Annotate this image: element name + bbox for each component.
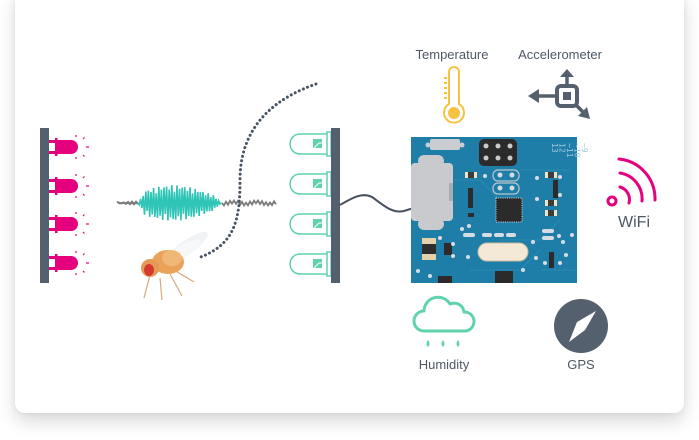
pin-label: ~10: [573, 143, 582, 158]
humidity-label: Humidity: [418, 357, 470, 372]
wifi-signal-icon: [606, 157, 657, 207]
receiver-bar: [331, 128, 340, 283]
fly-flight-path: [196, 82, 318, 260]
emitter-led: [49, 251, 89, 275]
receiver-led: [289, 211, 332, 237]
rain-cloud-icon: [412, 295, 476, 347]
accelerometer-arrows-icon: [528, 69, 590, 119]
thermometer-icon: [443, 66, 465, 124]
waveform-noise-right: [221, 198, 277, 208]
emitter-led: [49, 174, 89, 198]
fruit-fly-image: [141, 232, 208, 301]
emitter-led: [49, 212, 89, 236]
light-rays-icon: [75, 174, 89, 198]
receiver-led: [289, 171, 332, 197]
waveform-signal: [137, 185, 222, 221]
receiver-led-group: [289, 131, 332, 277]
light-rays-icon: [75, 212, 89, 236]
compass-icon: [554, 299, 608, 353]
light-rays-icon: [75, 135, 89, 159]
receiver-led: [289, 131, 332, 157]
receiver-led: [289, 251, 332, 277]
light-rays-icon: [75, 251, 89, 275]
pin-label: ~11: [565, 143, 574, 158]
sound-waveform: [116, 185, 277, 221]
temperature-label: Temperature: [415, 47, 489, 62]
pin-label: ~9: [580, 143, 589, 153]
connection-wire: [339, 194, 419, 213]
emitter-led: [49, 135, 89, 159]
emitter-bar: [40, 128, 49, 283]
waveform-noise-left: [116, 200, 139, 206]
accelerometer-label: Accelerometer: [518, 47, 602, 62]
pin-label: 13: [550, 143, 559, 153]
pin-label: 12: [558, 143, 567, 153]
emitter-led-group: [49, 135, 89, 275]
gps-label: GPS: [567, 357, 595, 372]
wifi-label: WiFi: [618, 214, 650, 231]
